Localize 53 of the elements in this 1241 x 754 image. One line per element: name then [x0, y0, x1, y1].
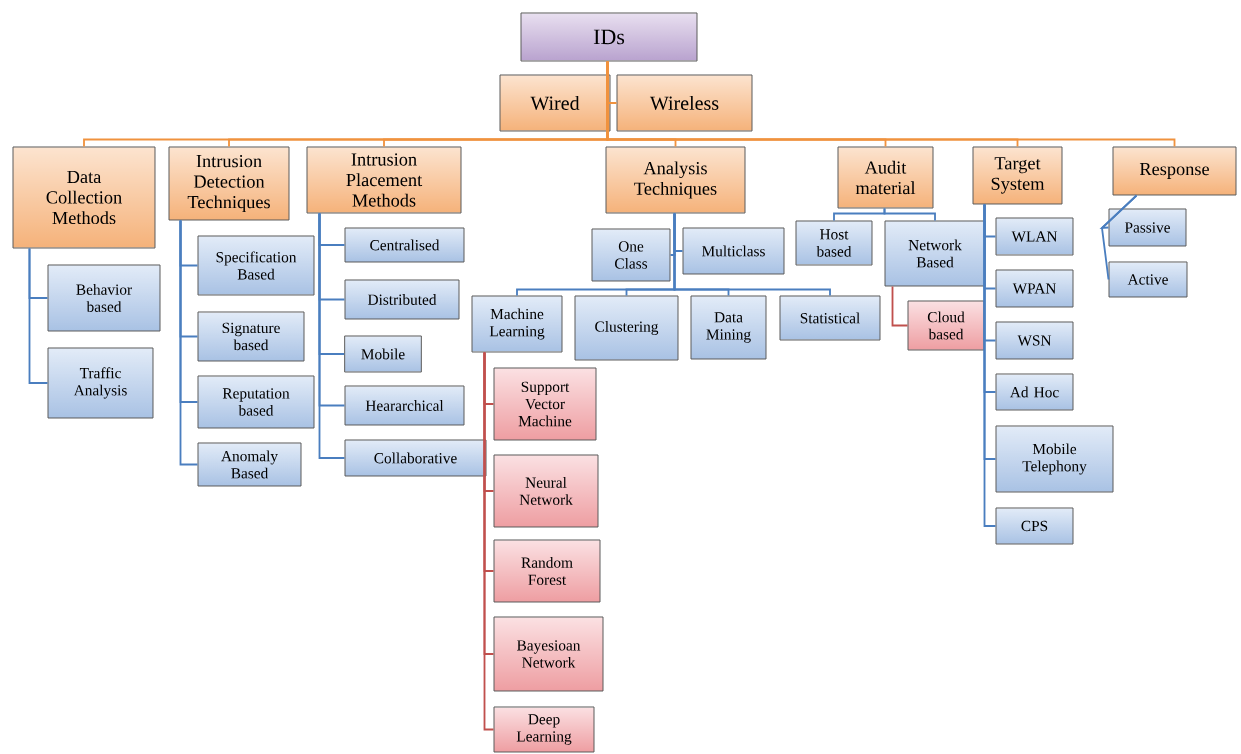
- subcategory-box: CPS: [995, 507, 1074, 545]
- subcategory-box: Data Mining: [690, 295, 767, 360]
- method-box: Neural Network: [493, 454, 599, 528]
- subcategory-box: Mobile Telephony: [995, 425, 1114, 493]
- subcategory-box: Traffic Analysis: [47, 347, 154, 419]
- subcategory-box: WSN: [995, 321, 1074, 360]
- connector: [983, 203, 997, 527]
- subcategory-box: WPAN: [995, 269, 1074, 308]
- category-box: Intrusion Detection Techniques: [168, 146, 290, 221]
- connector: [179, 219, 199, 466]
- subcategory-box: Anomaly Based: [197, 442, 302, 487]
- category-box: Target System: [972, 146, 1063, 205]
- subcategory-box: Passive: [1108, 208, 1187, 247]
- subcategory-box: Heararchical: [344, 385, 465, 426]
- subcategory-box: Specification Based: [197, 235, 315, 296]
- subcategory-box: Multiclass: [682, 227, 785, 275]
- category-box: Data Collection Methods: [12, 146, 156, 249]
- category-box: Intrusion Placement Methods: [306, 146, 462, 214]
- subcategory-box: Network Based: [884, 220, 986, 287]
- category-box: Response: [1112, 146, 1237, 196]
- subcategory-box: Ad Hoc: [995, 373, 1074, 411]
- branch-box: Wired: [499, 74, 611, 132]
- subcategory-box: Clustering: [574, 295, 679, 361]
- method-box: Deep Learning: [493, 706, 595, 753]
- connector: [606, 60, 1176, 148]
- connector: [891, 285, 909, 327]
- subcategory-box: Centralised: [344, 227, 465, 263]
- subcategory-box: Active: [1108, 261, 1188, 298]
- connector: [318, 212, 346, 459]
- subcategory-box: Host based: [795, 220, 873, 266]
- subcategory-box: Signature based: [197, 311, 305, 362]
- subcategory-box: Statistical: [779, 295, 881, 341]
- subcategory-box: WLAN: [995, 217, 1074, 256]
- branch-box: Wireless: [616, 74, 753, 132]
- subcategory-box: Reputation based: [197, 375, 315, 429]
- connector: [673, 212, 831, 297]
- method-box: Support Vector Machine: [493, 367, 597, 441]
- root-box: IDs: [520, 12, 698, 62]
- connector: [883, 207, 936, 222]
- subcategory-box: Behavior based: [47, 264, 161, 332]
- method-box: Cloud based: [907, 300, 985, 351]
- subcategory-box: Collaborative: [344, 439, 487, 477]
- category-box: Analysis Techniques: [605, 146, 746, 214]
- method-box: Bayesioan Network: [493, 616, 604, 692]
- subcategory-box: One Class: [591, 228, 671, 282]
- subcategory-box: Mobile: [344, 335, 422, 373]
- subcategory-box: Machine Learning: [471, 295, 563, 353]
- category-box: Audit material: [837, 146, 934, 209]
- connector: [1101, 194, 1138, 281]
- subcategory-box: Distributed: [344, 279, 460, 320]
- connector: [28, 247, 49, 384]
- method-box: Random Forest: [493, 539, 601, 603]
- connector: [483, 351, 495, 731]
